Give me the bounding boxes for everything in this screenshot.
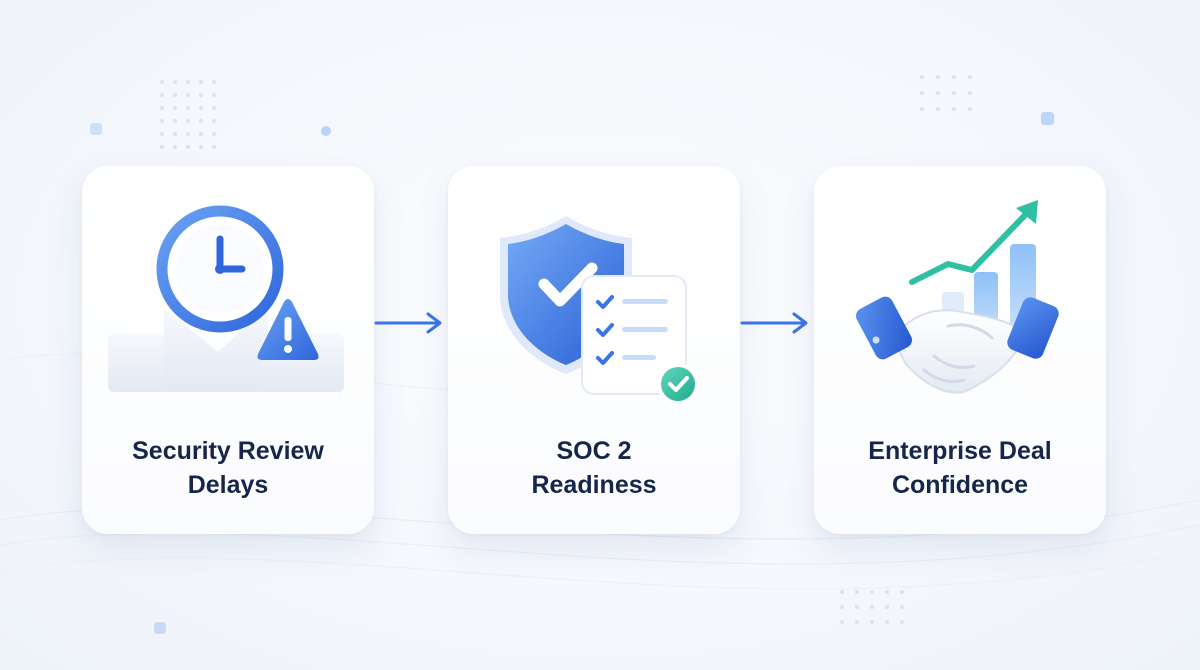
decor-square (90, 123, 102, 135)
step-label: SOC 2 Readiness (448, 434, 740, 502)
arrow-right-icon (374, 312, 442, 334)
step-card-enterprise-deal: Enterprise Deal Confidence (814, 166, 1106, 534)
step-label-line: Security Review (132, 437, 324, 465)
handshake-growth-icon (856, 200, 1059, 394)
decor-dot (321, 126, 331, 136)
arrow-right-icon (740, 312, 808, 334)
decor-square (154, 622, 166, 634)
step-label: Enterprise Deal Confidence (814, 434, 1106, 502)
decor-square (1041, 112, 1054, 125)
dot-grid-bottom-right (840, 590, 904, 624)
step-label-line: Delays (187, 471, 269, 499)
step-label-line: Confidence (891, 471, 1029, 499)
shield-checklist-icon (500, 216, 699, 405)
step-label-line: Enterprise Deal (868, 437, 1052, 465)
step-card-security-review: Security Review Delays (82, 166, 374, 534)
step-label-line: SOC 2 (556, 437, 632, 465)
step-label-line: Readiness (531, 471, 657, 499)
dot-grid-top-right (920, 75, 972, 111)
dot-grid-top-left (160, 80, 216, 149)
step-card-soc2-readiness: SOC 2 Readiness (448, 166, 740, 534)
clock-warning-icon (108, 205, 344, 392)
step-label: Security Review Delays (82, 434, 374, 502)
